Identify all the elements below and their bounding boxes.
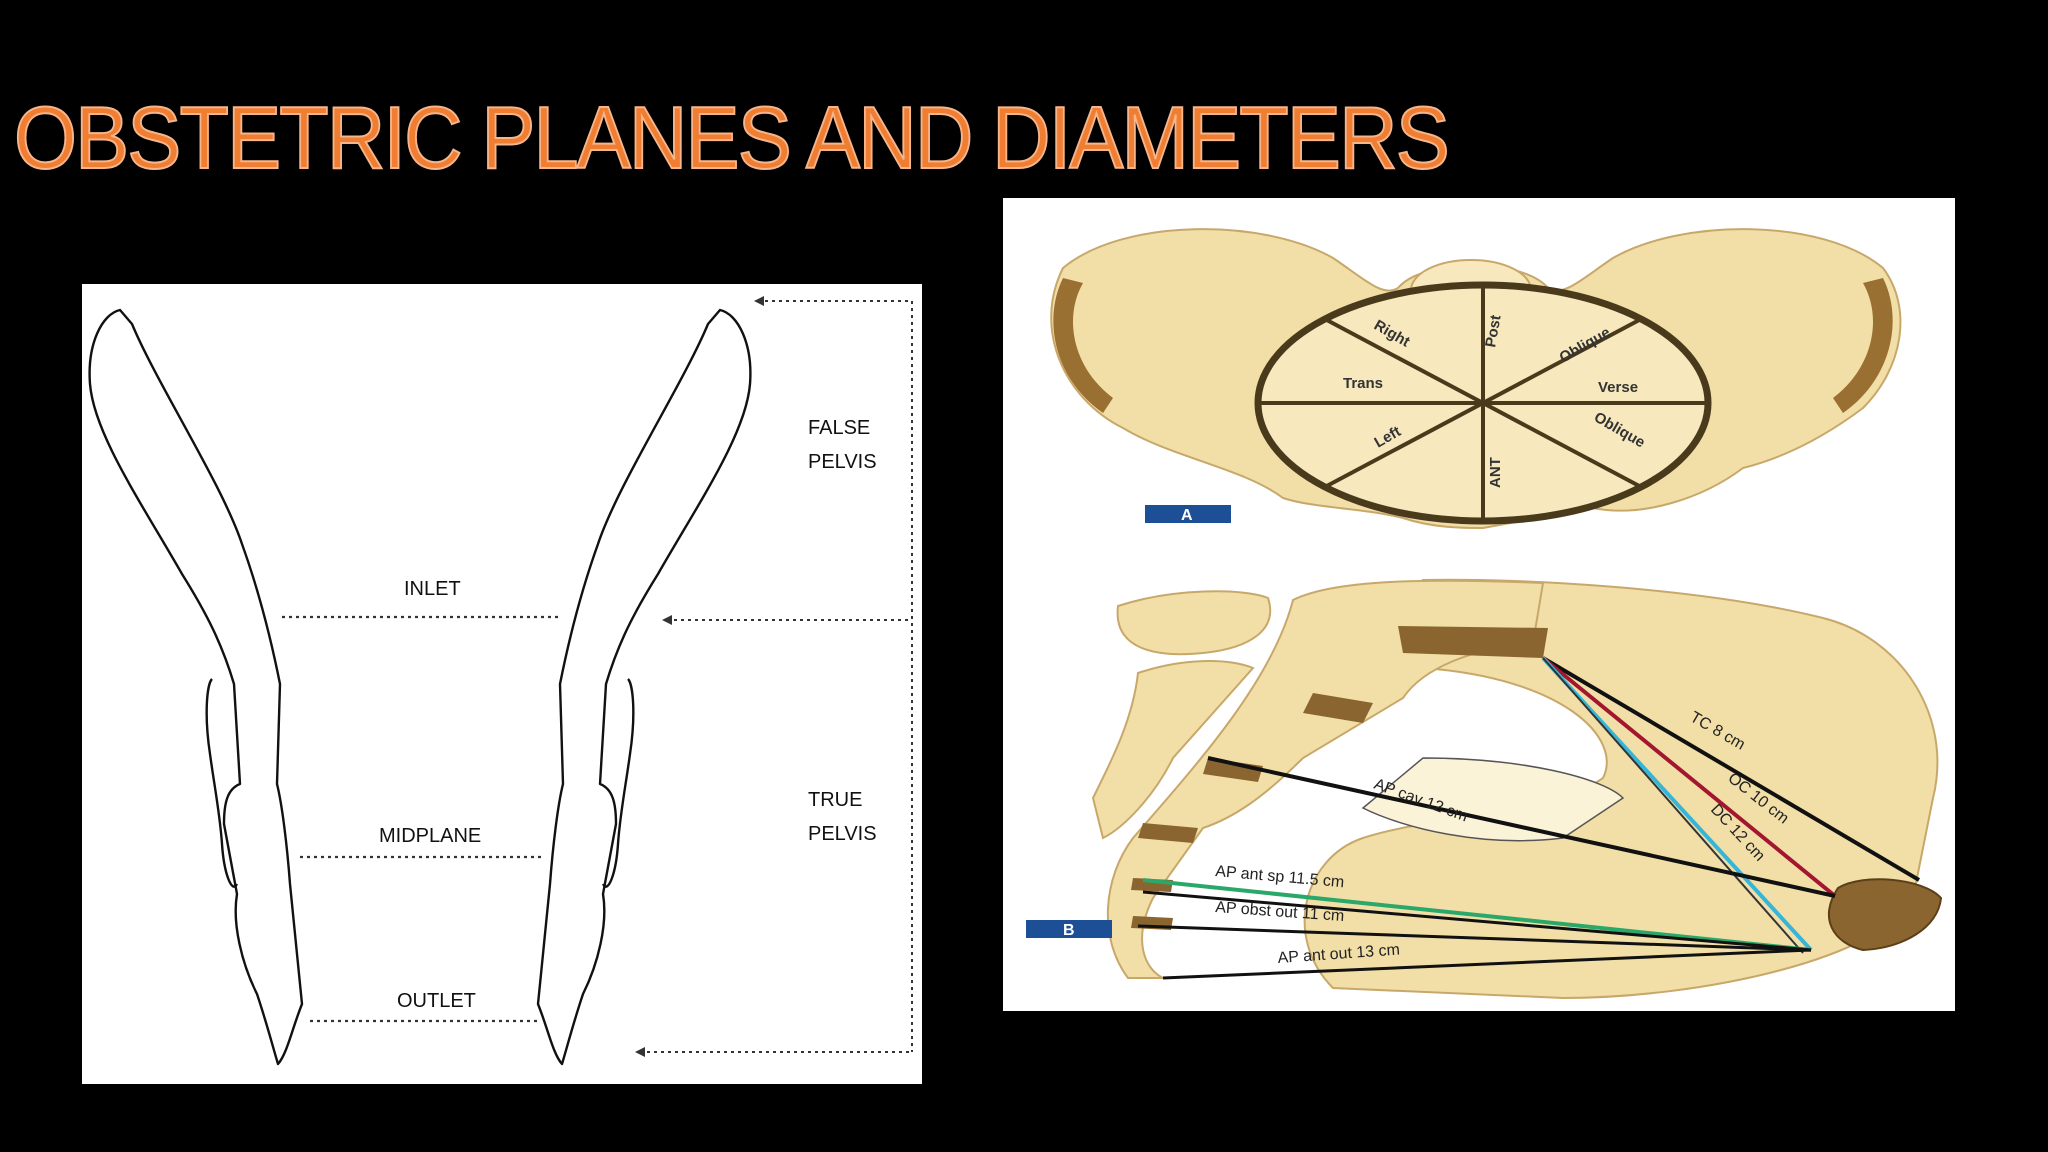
false-pelvis-label-line1: FALSE — [808, 417, 870, 439]
region-bracket — [640, 300, 913, 1053]
ilium-right — [536, 308, 752, 1066]
inlet-label: INLET — [404, 578, 461, 600]
outlet-label: OUTLET — [397, 990, 476, 1012]
slide-title: OBSTETRIC PLANES AND DIAMETERS — [13, 87, 1451, 188]
sacral-disc-4 — [1138, 823, 1198, 843]
arrow-inlet — [662, 615, 672, 625]
ilium-left — [88, 308, 304, 1066]
ap-obst-out-line — [1142, 890, 1812, 952]
sacral-disc-2 — [1303, 693, 1373, 723]
sacral-disc-3 — [1203, 758, 1263, 782]
iliac-crest-shadow-right — [1833, 278, 1893, 413]
ap-ant-sp-line — [1142, 878, 1812, 952]
tc-line — [1541, 656, 1921, 882]
arrow-false-pelvis-top — [754, 296, 764, 306]
sacrum-ilium-body — [1303, 578, 1939, 1000]
ap-ant-out-line-2 — [1162, 948, 1812, 980]
panel-a-badge-label: A — [1181, 507, 1193, 524]
arrow-outlet — [635, 1047, 645, 1057]
sagittal-diameter-lines — [1137, 656, 1921, 980]
pelvis-left-half — [88, 308, 304, 1066]
pelvic-diameters-svg: Right Post Oblique Trans Verse Left Obli… — [1026, 228, 1943, 1000]
true-pelvis-label-line2: PELVIS — [808, 823, 877, 845]
inlet-diameter-lines — [1259, 286, 1707, 520]
inlet-label-post: Post — [1482, 314, 1504, 349]
pelvis-planes-diagram: FALSE PELVIS INLET MIDPLANE OUTLET TRUE … — [82, 284, 922, 1084]
panel-b-badge — [1026, 920, 1112, 938]
sacral-promontory-disc — [1398, 626, 1548, 658]
panel-a-pelvis-top-view: Right Post Oblique Trans Verse Left Obli… — [1050, 228, 1902, 530]
iliac-crest-shadow-left — [1053, 278, 1113, 413]
ap-ant-out-line-1 — [1137, 924, 1812, 952]
panel-b-sagittal-view: TC 8 cm OC 10 cm DC 12 cm AP cav 12 cm A… — [1026, 578, 1943, 1000]
dc-line — [1541, 656, 1813, 952]
ap-cav-line — [1207, 756, 1836, 898]
pelvis-right-half — [536, 308, 752, 1066]
midplane-label: MIDPLANE — [379, 825, 481, 847]
plane-lines — [282, 615, 562, 1023]
ischium-left — [205, 678, 239, 888]
vertebra-lower — [1091, 660, 1255, 840]
inlet-label-verse: Verse — [1598, 379, 1638, 396]
pelvis-outline-svg: FALSE PELVIS INLET MIDPLANE OUTLET TRUE … — [88, 296, 913, 1066]
false-pelvis-label-line2: PELVIS — [808, 451, 877, 473]
bracket-arrowheads — [635, 296, 764, 1057]
pubic-symphysis — [1827, 878, 1943, 952]
true-pelvis-label-line1: TRUE — [808, 789, 862, 811]
panel-b-badge-label: B — [1063, 922, 1075, 939]
oc-line — [1541, 656, 1837, 898]
vertebra-top — [1116, 590, 1272, 656]
sacrum-segments — [1106, 579, 1545, 979]
panel-a-badge — [1145, 505, 1231, 523]
inlet-label-ant: ANT — [1487, 457, 1504, 488]
oblique-diameter-line-2 — [1322, 316, 1644, 490]
inlet-label-trans: Trans — [1343, 375, 1383, 392]
pelvic-diameters-illustration: Right Post Oblique Trans Verse Left Obli… — [1003, 198, 1955, 1011]
dc-line-edge — [1542, 657, 1804, 954]
ischium-right — [601, 678, 635, 888]
